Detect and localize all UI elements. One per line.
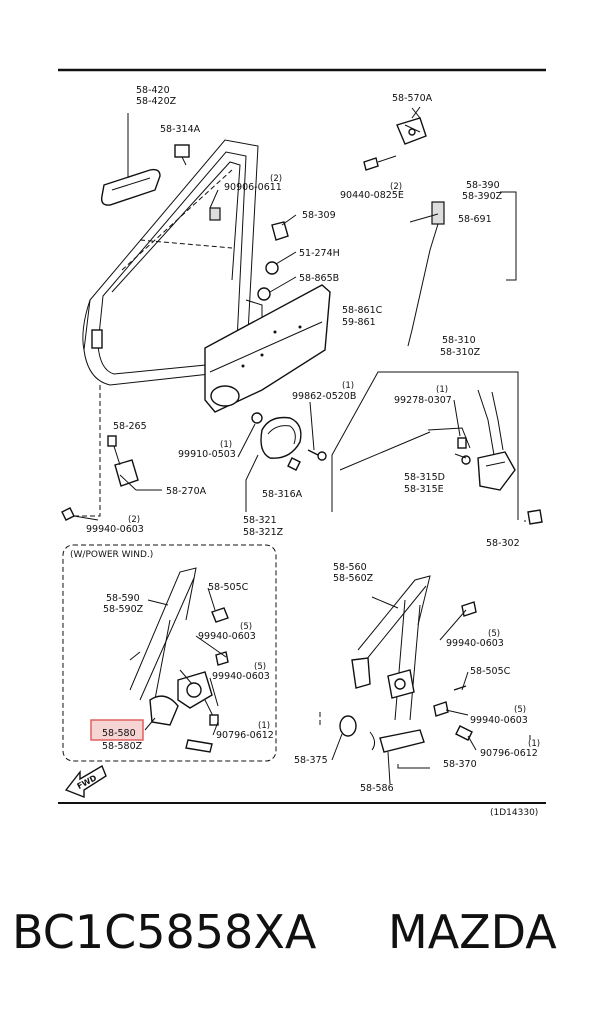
door-trim-panel bbox=[204, 284, 331, 413]
label-58-420: 58-420 bbox=[136, 85, 170, 96]
striker-assembly bbox=[396, 107, 427, 145]
label-58-265: 58-265 bbox=[113, 421, 147, 432]
brand-name: MAZDA bbox=[388, 905, 557, 959]
label-58-390z: 58-390Z bbox=[462, 191, 503, 202]
label-59-861: 59-861 bbox=[342, 317, 376, 328]
qty-99940-r1: (5) bbox=[488, 629, 500, 639]
label-90796-right: 90796-0612 bbox=[480, 748, 538, 759]
label-99940-l2: 99940-0603 bbox=[212, 671, 270, 682]
rod-58-691 bbox=[407, 201, 445, 347]
label-58-270a: 58-270A bbox=[166, 486, 207, 497]
label-51-274h: 51-274H bbox=[299, 248, 340, 259]
power-window-box bbox=[62, 544, 277, 762]
parts-diagram: 58-420 58-420Z 58-314A 58-570A (2) 90440… bbox=[58, 68, 546, 818]
qty-90440: (2) bbox=[390, 182, 402, 192]
power-window-note: (W/POWER WIND.) bbox=[70, 550, 153, 560]
label-58-861c: 58-861C bbox=[342, 305, 383, 316]
label-58-315e: 58-315E bbox=[404, 484, 444, 495]
dash-check-left bbox=[66, 385, 101, 517]
product-caption: BC1C5858XA MAZDA bbox=[0, 905, 600, 975]
qty-99940-top: (2) bbox=[128, 515, 140, 525]
part-number: BC1C5858XA bbox=[12, 905, 317, 959]
fwd-arrow bbox=[64, 764, 107, 799]
label-58-309: 58-309 bbox=[302, 210, 336, 221]
bolt-58-302 bbox=[527, 509, 543, 525]
label-99940-l1: 99940-0603 bbox=[198, 631, 256, 642]
label-58-580: 58-580 bbox=[102, 728, 136, 739]
label-58-314a: 58-314A bbox=[160, 124, 201, 135]
bracket-58-390 bbox=[500, 191, 517, 281]
leader-lines-lower bbox=[144, 587, 477, 785]
part-labels: 58-420 58-420Z 58-314A 58-570A (2) 90440… bbox=[70, 85, 540, 818]
label-90440: 90440-0825E bbox=[340, 190, 404, 201]
highlight-box-58-580 bbox=[90, 719, 144, 741]
leader-lines-upper bbox=[73, 106, 467, 521]
qty-99910: (1) bbox=[220, 440, 232, 450]
qty-99862: (1) bbox=[342, 381, 354, 391]
qty-90796-left: (1) bbox=[258, 721, 270, 731]
label-58-691: 58-691 bbox=[458, 214, 492, 225]
label-58-321z: 58-321Z bbox=[243, 527, 284, 538]
qty-90796-right: (1) bbox=[528, 739, 540, 749]
manual-window-regulator bbox=[351, 575, 477, 741]
qty-90906: (2) bbox=[270, 174, 282, 184]
label-58-315d: 58-315D bbox=[404, 472, 445, 483]
label-58-505c-right: 58-505C bbox=[470, 666, 511, 677]
qty-99940-r2: (5) bbox=[514, 705, 526, 715]
label-90906: 90906-0611 bbox=[224, 182, 282, 193]
latch-assembly bbox=[339, 389, 516, 491]
label-58-580z: 58-580Z bbox=[102, 741, 143, 752]
window-crank-handle bbox=[339, 715, 425, 753]
power-window-regulator bbox=[129, 567, 229, 753]
door-frame-drawing bbox=[82, 139, 263, 386]
label-58-590: 58-590 bbox=[106, 593, 140, 604]
label-58-420z: 58-420Z bbox=[136, 96, 177, 107]
label-58-586: 58-586 bbox=[360, 783, 394, 794]
label-99940-r2: 99940-0603 bbox=[470, 715, 528, 726]
bracket-58-321 bbox=[245, 454, 259, 512]
bracket-58-310 bbox=[331, 371, 519, 520]
label-99862: 99862-0520B bbox=[292, 391, 356, 402]
label-58-310z: 58-310Z bbox=[440, 347, 481, 358]
door-check bbox=[107, 435, 139, 491]
qty-99940-l1: (5) bbox=[240, 622, 252, 632]
label-99910: 99910-0503 bbox=[178, 449, 236, 460]
qty-99940-l2: (5) bbox=[254, 662, 266, 672]
label-99278: 99278-0307 bbox=[394, 395, 452, 406]
nut-99940-upper bbox=[61, 507, 75, 521]
label-58-316a: 58-316A bbox=[262, 489, 303, 500]
outer-door-handle bbox=[100, 144, 190, 206]
grommet-part bbox=[265, 261, 279, 275]
label-58-375: 58-375 bbox=[294, 755, 328, 766]
label-58-390: 58-390 bbox=[466, 180, 500, 191]
label-58-560z: 58-560Z bbox=[333, 573, 374, 584]
screw-90440 bbox=[363, 155, 397, 171]
label-58-310: 58-310 bbox=[442, 335, 476, 346]
label-58-570a: 58-570A bbox=[392, 93, 433, 104]
inner-handle-assembly bbox=[251, 412, 327, 471]
label-58-590z: 58-590Z bbox=[103, 604, 144, 615]
reference-code: (1D14330) bbox=[490, 808, 538, 818]
label-58-865b: 58-865B bbox=[299, 273, 339, 284]
clip-part bbox=[209, 207, 221, 221]
label-99940-r1: 99940-0603 bbox=[446, 638, 504, 649]
label-99940-top: 99940-0603 bbox=[86, 524, 144, 535]
plug-part bbox=[257, 287, 271, 301]
label-58-505c-left: 58-505C bbox=[208, 582, 249, 593]
label-58-321: 58-321 bbox=[243, 515, 277, 526]
label-90796-left: 90796-0612 bbox=[216, 730, 274, 741]
switch-part bbox=[271, 221, 289, 241]
bracket-58-370 bbox=[397, 764, 430, 769]
qty-99278: (1) bbox=[436, 385, 448, 395]
label-58-560: 58-560 bbox=[333, 562, 367, 573]
label-58-370: 58-370 bbox=[443, 759, 477, 770]
label-58-302: 58-302 bbox=[486, 538, 520, 549]
